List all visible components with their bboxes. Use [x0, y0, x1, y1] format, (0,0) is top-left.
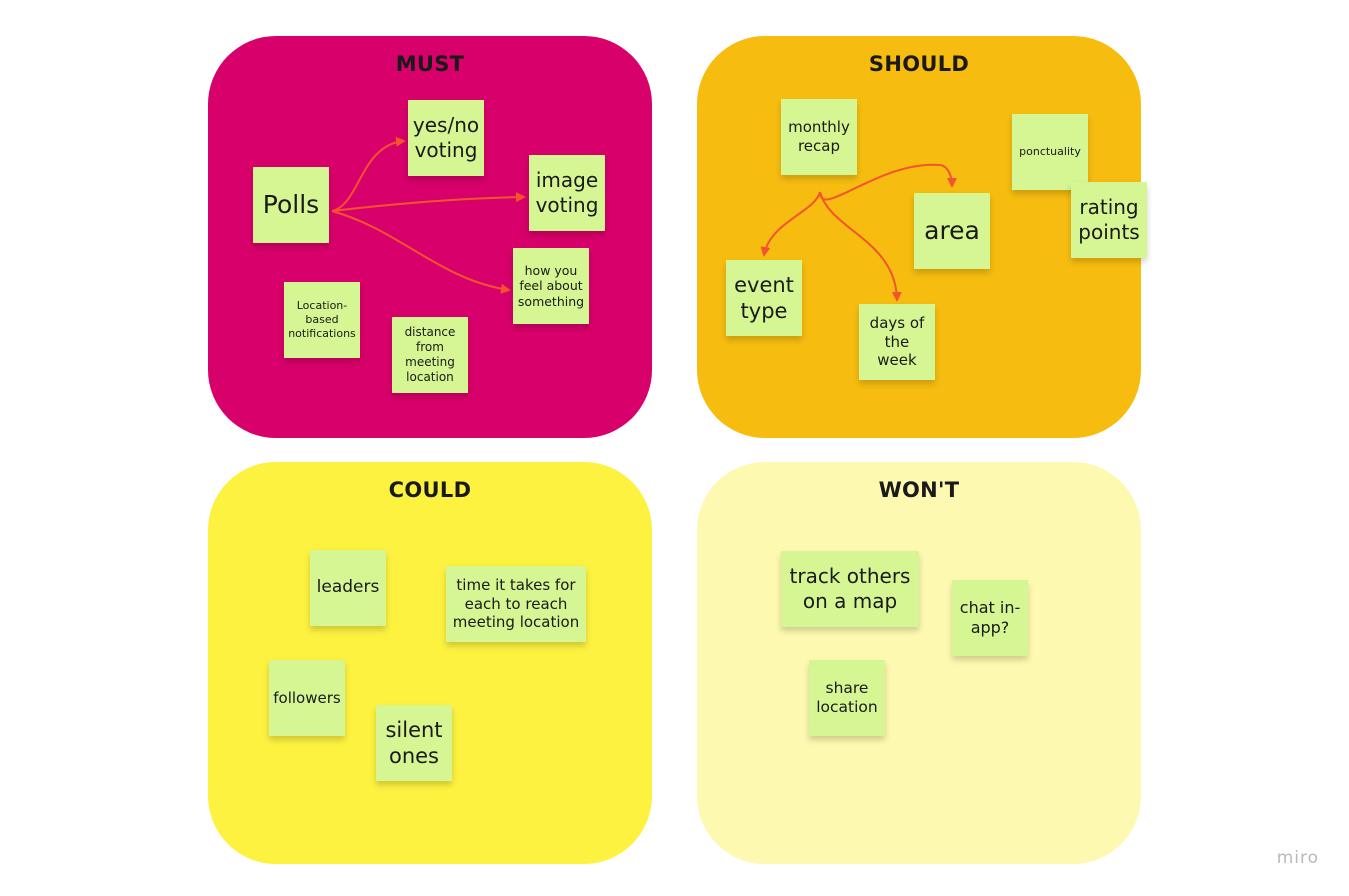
note-event-type[interactable]: event type — [726, 260, 802, 336]
note-monthly-recap[interactable]: monthly recap — [781, 99, 857, 175]
note-how-you-feel[interactable]: how you feel about something — [513, 248, 589, 324]
note-location-notifications[interactable]: Location- based notifications — [284, 282, 360, 358]
note-ponctuality[interactable]: ponctuality — [1012, 114, 1088, 190]
note-area[interactable]: area — [914, 193, 990, 269]
note-image-voting[interactable]: image voting — [529, 155, 605, 231]
note-chat-in-app[interactable]: chat in- app? — [952, 580, 1028, 656]
note-time-to-reach[interactable]: time it takes for each to reach meeting … — [446, 566, 586, 642]
note-followers[interactable]: followers — [269, 660, 345, 736]
note-distance-from-meeting[interactable]: distance from meeting location — [392, 317, 468, 393]
should-title: SHOULD — [868, 52, 970, 76]
note-rating-points[interactable]: rating points — [1071, 182, 1147, 258]
note-yes-no-voting[interactable]: yes/no voting — [408, 100, 484, 176]
could-title: COULD — [388, 478, 472, 502]
note-track-others[interactable]: track others on a map — [781, 551, 919, 627]
miro-logo: miro — [1276, 848, 1319, 868]
note-days-of-week[interactable]: days of the week — [859, 304, 935, 380]
wont-quadrant: WON'T — [697, 462, 1141, 864]
must-title: MUST — [395, 52, 465, 76]
wont-title: WON'T — [878, 478, 960, 502]
note-polls[interactable]: Polls — [253, 167, 329, 243]
note-leaders[interactable]: leaders — [310, 550, 386, 626]
note-share-location[interactable]: share location — [809, 660, 885, 736]
note-silent-ones[interactable]: silent ones — [376, 705, 452, 781]
